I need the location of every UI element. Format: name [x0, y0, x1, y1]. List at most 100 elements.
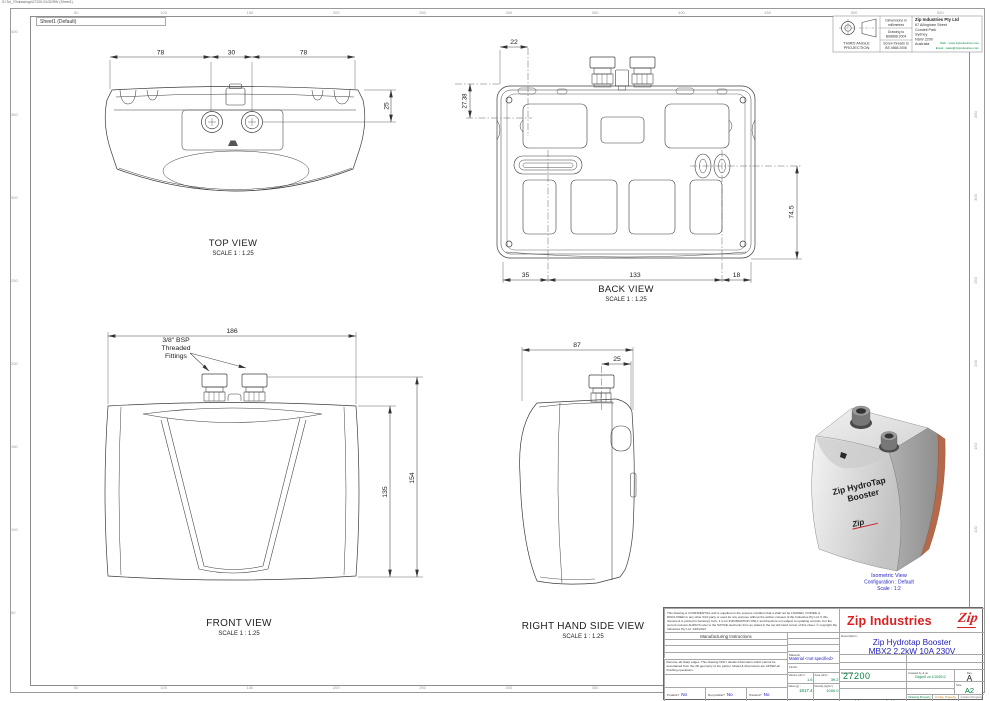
mfg-handed: Handed? No	[746, 687, 787, 701]
material-cell: Material Material <not specified>	[787, 651, 839, 663]
top-view-dim-lines	[109, 55, 393, 123]
top-view-detail	[228, 140, 238, 146]
colour-cell: Colour : Colour	[906, 681, 954, 688]
status-cell: Status : Production	[906, 688, 954, 694]
finish-cell: Finish : Finish	[787, 663, 839, 672]
ruler-label: 150	[246, 9, 254, 15]
field-label: Density (kg/m³) :	[814, 684, 835, 688]
view-title-top: TOP VIEW	[209, 238, 258, 249]
dim-label: 35	[522, 272, 530, 279]
ruler-label: 200	[11, 361, 18, 366]
sheet-tab[interactable]: Sheet1 (Default)	[36, 17, 166, 26]
field-value: No	[681, 692, 688, 697]
svg-text:Zip: Zip	[850, 517, 865, 529]
ruler-label: 300	[505, 9, 513, 15]
zip-logo: Zip	[956, 611, 979, 628]
ruler-label: 350	[591, 9, 599, 15]
company-address: Condell Park	[915, 28, 936, 32]
company-name: Zip Industries Pty Ltd	[915, 17, 959, 22]
iso-caption-3: Scale : 1:2	[877, 586, 901, 592]
mass-cell: Mass (g) : 1817.4	[787, 683, 813, 701]
ruler-label: 250	[419, 9, 426, 15]
field-value: No	[763, 692, 770, 697]
front-view-dim-lines	[107, 334, 419, 578]
ruler-label: 550	[937, 9, 944, 15]
size-cell: Size A2	[954, 681, 984, 694]
view-scale-back: SCALE 1 : 1.25	[605, 297, 647, 303]
ruler-label: 400	[11, 29, 18, 34]
dim-label: 22	[510, 39, 518, 46]
company-address: 67 Allingham Street	[915, 23, 947, 27]
iso-caption-1: Isometric View	[871, 573, 907, 579]
dim-label: 27.38	[463, 93, 469, 109]
back-view-ext-lines	[499, 50, 802, 283]
company-email-link[interactable]: Email : sales@zipindustries.com	[936, 46, 980, 50]
mfg-comments: Comments :	[664, 673, 787, 687]
third-angle-symbol	[839, 18, 879, 38]
dim-label: 87	[573, 342, 581, 349]
ruler-label: 50	[74, 9, 79, 15]
sheet-inner-border	[30, 16, 970, 686]
ruler-label: 400	[678, 9, 685, 15]
mfg-recyclable: Recyclable? No	[705, 687, 746, 701]
field-value: EdgarG on 1/10/2012	[915, 675, 946, 679]
ruler-label: 100	[160, 684, 167, 690]
sheet-outer-border	[10, 8, 985, 693]
side-view: 87 25 RIGHT HAND SIDE VIEW SCALE 1 : 1.2…	[519, 342, 644, 640]
dim-label: 133	[629, 272, 641, 279]
derived-cell: Derived from : New	[839, 681, 906, 688]
callout-label: Fittings	[165, 353, 188, 360]
ruler-label: 150	[246, 684, 254, 690]
mfg-header: Manufacturing Instructions	[664, 632, 787, 639]
ruler-label: 300	[11, 195, 18, 200]
created2-cell: Created by & on EdgarG on 1/10/2012	[906, 669, 954, 681]
drawing-property-cell: Drawing Property	[906, 694, 932, 701]
custom-property-cell: Custom Property	[958, 694, 984, 701]
field-label: Size	[956, 683, 962, 687]
view-title-back: BACK VIEW	[598, 284, 654, 295]
dim-label: 154	[409, 472, 416, 484]
field-value: Material <not specified>	[789, 655, 834, 661]
created-cell: Created by & on : EdgarG on 11/10/2012	[906, 662, 984, 669]
updated-by: Updated by : edgarg on 1/10/2012 1:56:49…	[787, 644, 839, 651]
field-label: Rev.	[966, 671, 973, 675]
ruler-label: 500	[850, 9, 858, 15]
project-cell: Project : Hydrotap Gen IVB	[839, 654, 906, 662]
field-label: Material	[789, 652, 800, 657]
legal-notice: This drawing is CONFIDENTIAL and is supp…	[664, 608, 839, 632]
dim-label: 18	[733, 272, 741, 279]
dim-label: 30	[228, 50, 236, 57]
config-property-cell: Config. Property	[932, 694, 958, 701]
model-cell: Model : 27200	[839, 662, 906, 669]
mfg-potable: Potable? No	[664, 687, 705, 701]
description-line-1: Zip Hydrotap Booster	[872, 636, 952, 647]
view-scale-front: SCALE 1 : 1.25	[218, 631, 260, 637]
company-web-link[interactable]: Web : www.zipindustries.com	[940, 41, 979, 45]
field-value: 1817.4	[799, 687, 813, 693]
title-block: This drawing is CONFIDENTIAL and is supp…	[663, 607, 984, 701]
side-view-dim-lines	[521, 348, 634, 366]
ruler-label: 350	[11, 112, 18, 117]
field-label: Recyclable?	[708, 692, 725, 697]
mfg-route: Manufacturing Route : Proprietary	[664, 645, 787, 652]
description-cell: Description : Zip Hydrotap Booster MBX2 …	[839, 632, 984, 654]
mfg-notes: Remove all sharp edges. This drawing ONL…	[664, 658, 787, 674]
rev-value: A	[966, 673, 973, 681]
field-value: 1.6	[806, 676, 813, 682]
projection-label-2: PROJECTION	[844, 45, 870, 50]
standards-text: Screw threads to	[883, 42, 909, 46]
back-view: 22 27.38 74.5 35 133 18 BACK VIEW SCALE …	[455, 39, 802, 303]
standards-text: millimetres	[888, 23, 905, 27]
field-label: Volume (dm³) :	[788, 673, 807, 677]
area-cell: Area (dm²) : 39.2	[813, 672, 839, 683]
front-view: 186 135 154 3/8" BSP Threaded Fittings F…	[104, 328, 423, 637]
ruler-label: 100	[11, 527, 18, 532]
approved-by: Approved by : Unapproved on 1/01/0001	[787, 632, 839, 638]
field-label: Created by & on	[908, 671, 929, 675]
window-caption: S:\Tol_70\drawings\27200.SLDDRW (Sheet1)	[2, 0, 73, 4]
drawing-number-cell: Drawing : 27200	[839, 669, 906, 681]
view-scale-side: SCALE 1 : 1.25	[562, 634, 604, 640]
field-label: Description :	[841, 634, 859, 638]
density-cell: Density (kg/m³) : 1000.0	[813, 683, 839, 701]
